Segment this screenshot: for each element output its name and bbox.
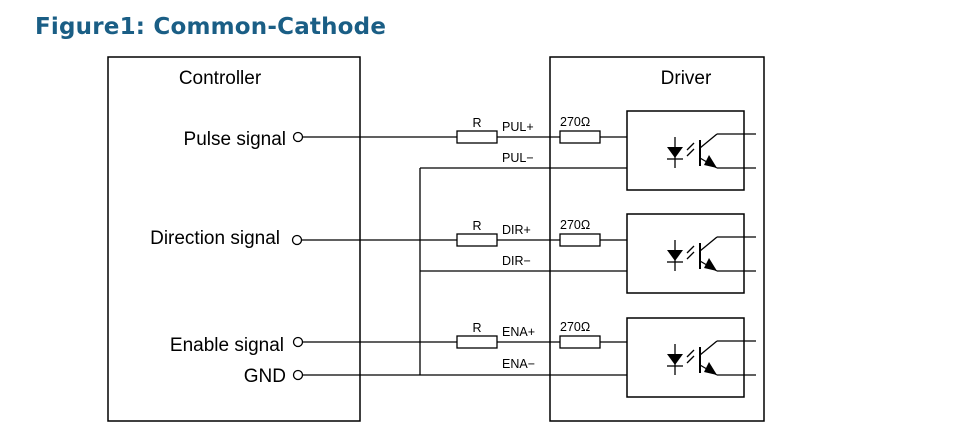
pul-series-resistor bbox=[456, 130, 498, 144]
ena-minus-label: ENA− bbox=[502, 357, 535, 371]
dir-internal-resistor bbox=[559, 233, 601, 247]
pul-r-label: R bbox=[472, 116, 481, 130]
ena-r-label: R bbox=[472, 321, 481, 335]
optocoupler-1 bbox=[626, 110, 756, 191]
ena-plus-label: ENA+ bbox=[502, 325, 535, 339]
dir-series-resistor bbox=[456, 233, 498, 247]
gnd-label: GND bbox=[244, 366, 286, 387]
pul-internal-resistor bbox=[559, 130, 601, 144]
ena-270-label: 270Ω bbox=[560, 320, 590, 334]
ena-series-resistor bbox=[456, 335, 498, 349]
gnd-terminal bbox=[292, 369, 304, 381]
dir-270-label: 270Ω bbox=[560, 218, 590, 232]
controller-label: Controller bbox=[179, 68, 262, 89]
pul-270-label: 270Ω bbox=[560, 115, 590, 129]
direction-signal-label: Direction signal bbox=[150, 228, 280, 249]
optocoupler-3 bbox=[626, 317, 756, 398]
optocoupler-2 bbox=[626, 213, 756, 294]
dir-r-label: R bbox=[472, 219, 481, 233]
ena-internal-resistor bbox=[559, 335, 601, 349]
dir-plus-label: DIR+ bbox=[502, 223, 531, 237]
pul-plus-label: PUL+ bbox=[502, 120, 534, 134]
enable-signal-label: Enable signal bbox=[170, 335, 284, 356]
figure-title: Figure1: Common-Cathode bbox=[35, 14, 387, 40]
dir-minus-label: DIR− bbox=[502, 254, 531, 268]
driver-label: Driver bbox=[661, 68, 712, 89]
controller-box bbox=[107, 56, 361, 422]
pul-minus-label: PUL− bbox=[502, 151, 534, 165]
pulse-terminal bbox=[292, 131, 304, 143]
driver-box bbox=[549, 56, 765, 422]
direction-terminal bbox=[291, 234, 303, 246]
pulse-signal-label: Pulse signal bbox=[184, 129, 286, 150]
enable-terminal bbox=[292, 336, 304, 348]
